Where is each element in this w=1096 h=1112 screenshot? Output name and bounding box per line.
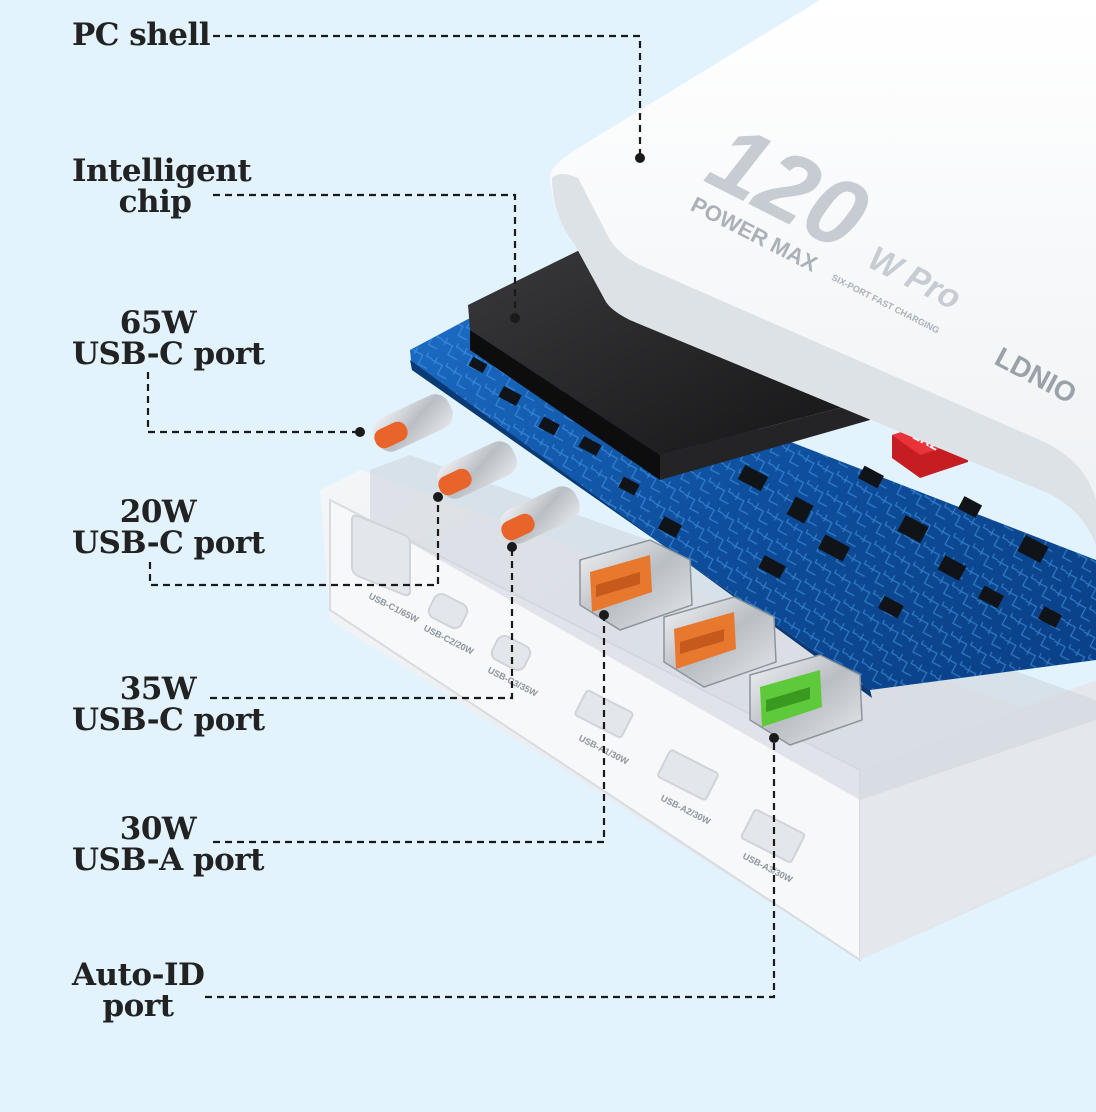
label-pc-shell-text: PC shell — [72, 17, 211, 53]
leader-usbc65 — [146, 372, 360, 434]
label-autoid-line2: port — [102, 988, 174, 1024]
usb-c-20w-connector — [437, 441, 517, 499]
label-usbc20-line2: USB-C port — [72, 525, 265, 561]
usb-c-65w-connector — [373, 394, 453, 452]
label-usbc65-line1: 65W — [119, 305, 197, 341]
components — [468, 356, 1063, 628]
label-usbc35-line2: USB-C port — [72, 702, 265, 738]
leader-usba30 — [213, 615, 606, 844]
label-usbc-65w: 65W USB-C port — [72, 305, 265, 372]
label-usbc35-line1: 35W — [119, 671, 197, 707]
pc-shell: 120 W Pro POWER MAX SIX-PORT FAST CHARGI… — [550, 0, 1096, 545]
label-pc-shell: PC shell — [72, 17, 211, 53]
label-chip-line1: Intelligent — [72, 153, 252, 189]
usb-a-connector-2 — [663, 596, 777, 688]
label-usbc65-line2: USB-C port — [72, 336, 265, 372]
label-usba30-line2: USB-A port — [72, 842, 264, 878]
auto-id-connector — [749, 654, 863, 746]
leader-usbc20 — [148, 497, 440, 587]
label-usba-30w: 30W USB-A port — [72, 811, 264, 878]
intelligent-chip — [468, 240, 870, 480]
leader-autoid — [205, 738, 776, 999]
label-auto-id: Auto-ID port — [72, 957, 205, 1024]
leader-dots — [355, 153, 779, 743]
label-chip-line2: chip — [118, 184, 192, 220]
usb-a-connector-1 — [579, 539, 693, 631]
label-usba30-line1: 30W — [119, 811, 197, 847]
label-usbc20-line1: 20W — [119, 494, 197, 530]
front-port-openings — [351, 514, 806, 863]
leader-chip — [213, 193, 517, 318]
usb-c-35w-connector — [500, 486, 580, 544]
leader-pc-shell — [213, 34, 642, 158]
leader-lines — [146, 34, 776, 999]
label-usbc-35w: 35W USB-C port — [72, 671, 265, 738]
label-intelligent-chip: Intelligent chip — [72, 153, 252, 220]
label-usbc-20w: 20W USB-C port — [72, 494, 265, 561]
leader-usbc35 — [210, 547, 514, 700]
label-autoid-line1: Auto-ID — [72, 957, 205, 993]
